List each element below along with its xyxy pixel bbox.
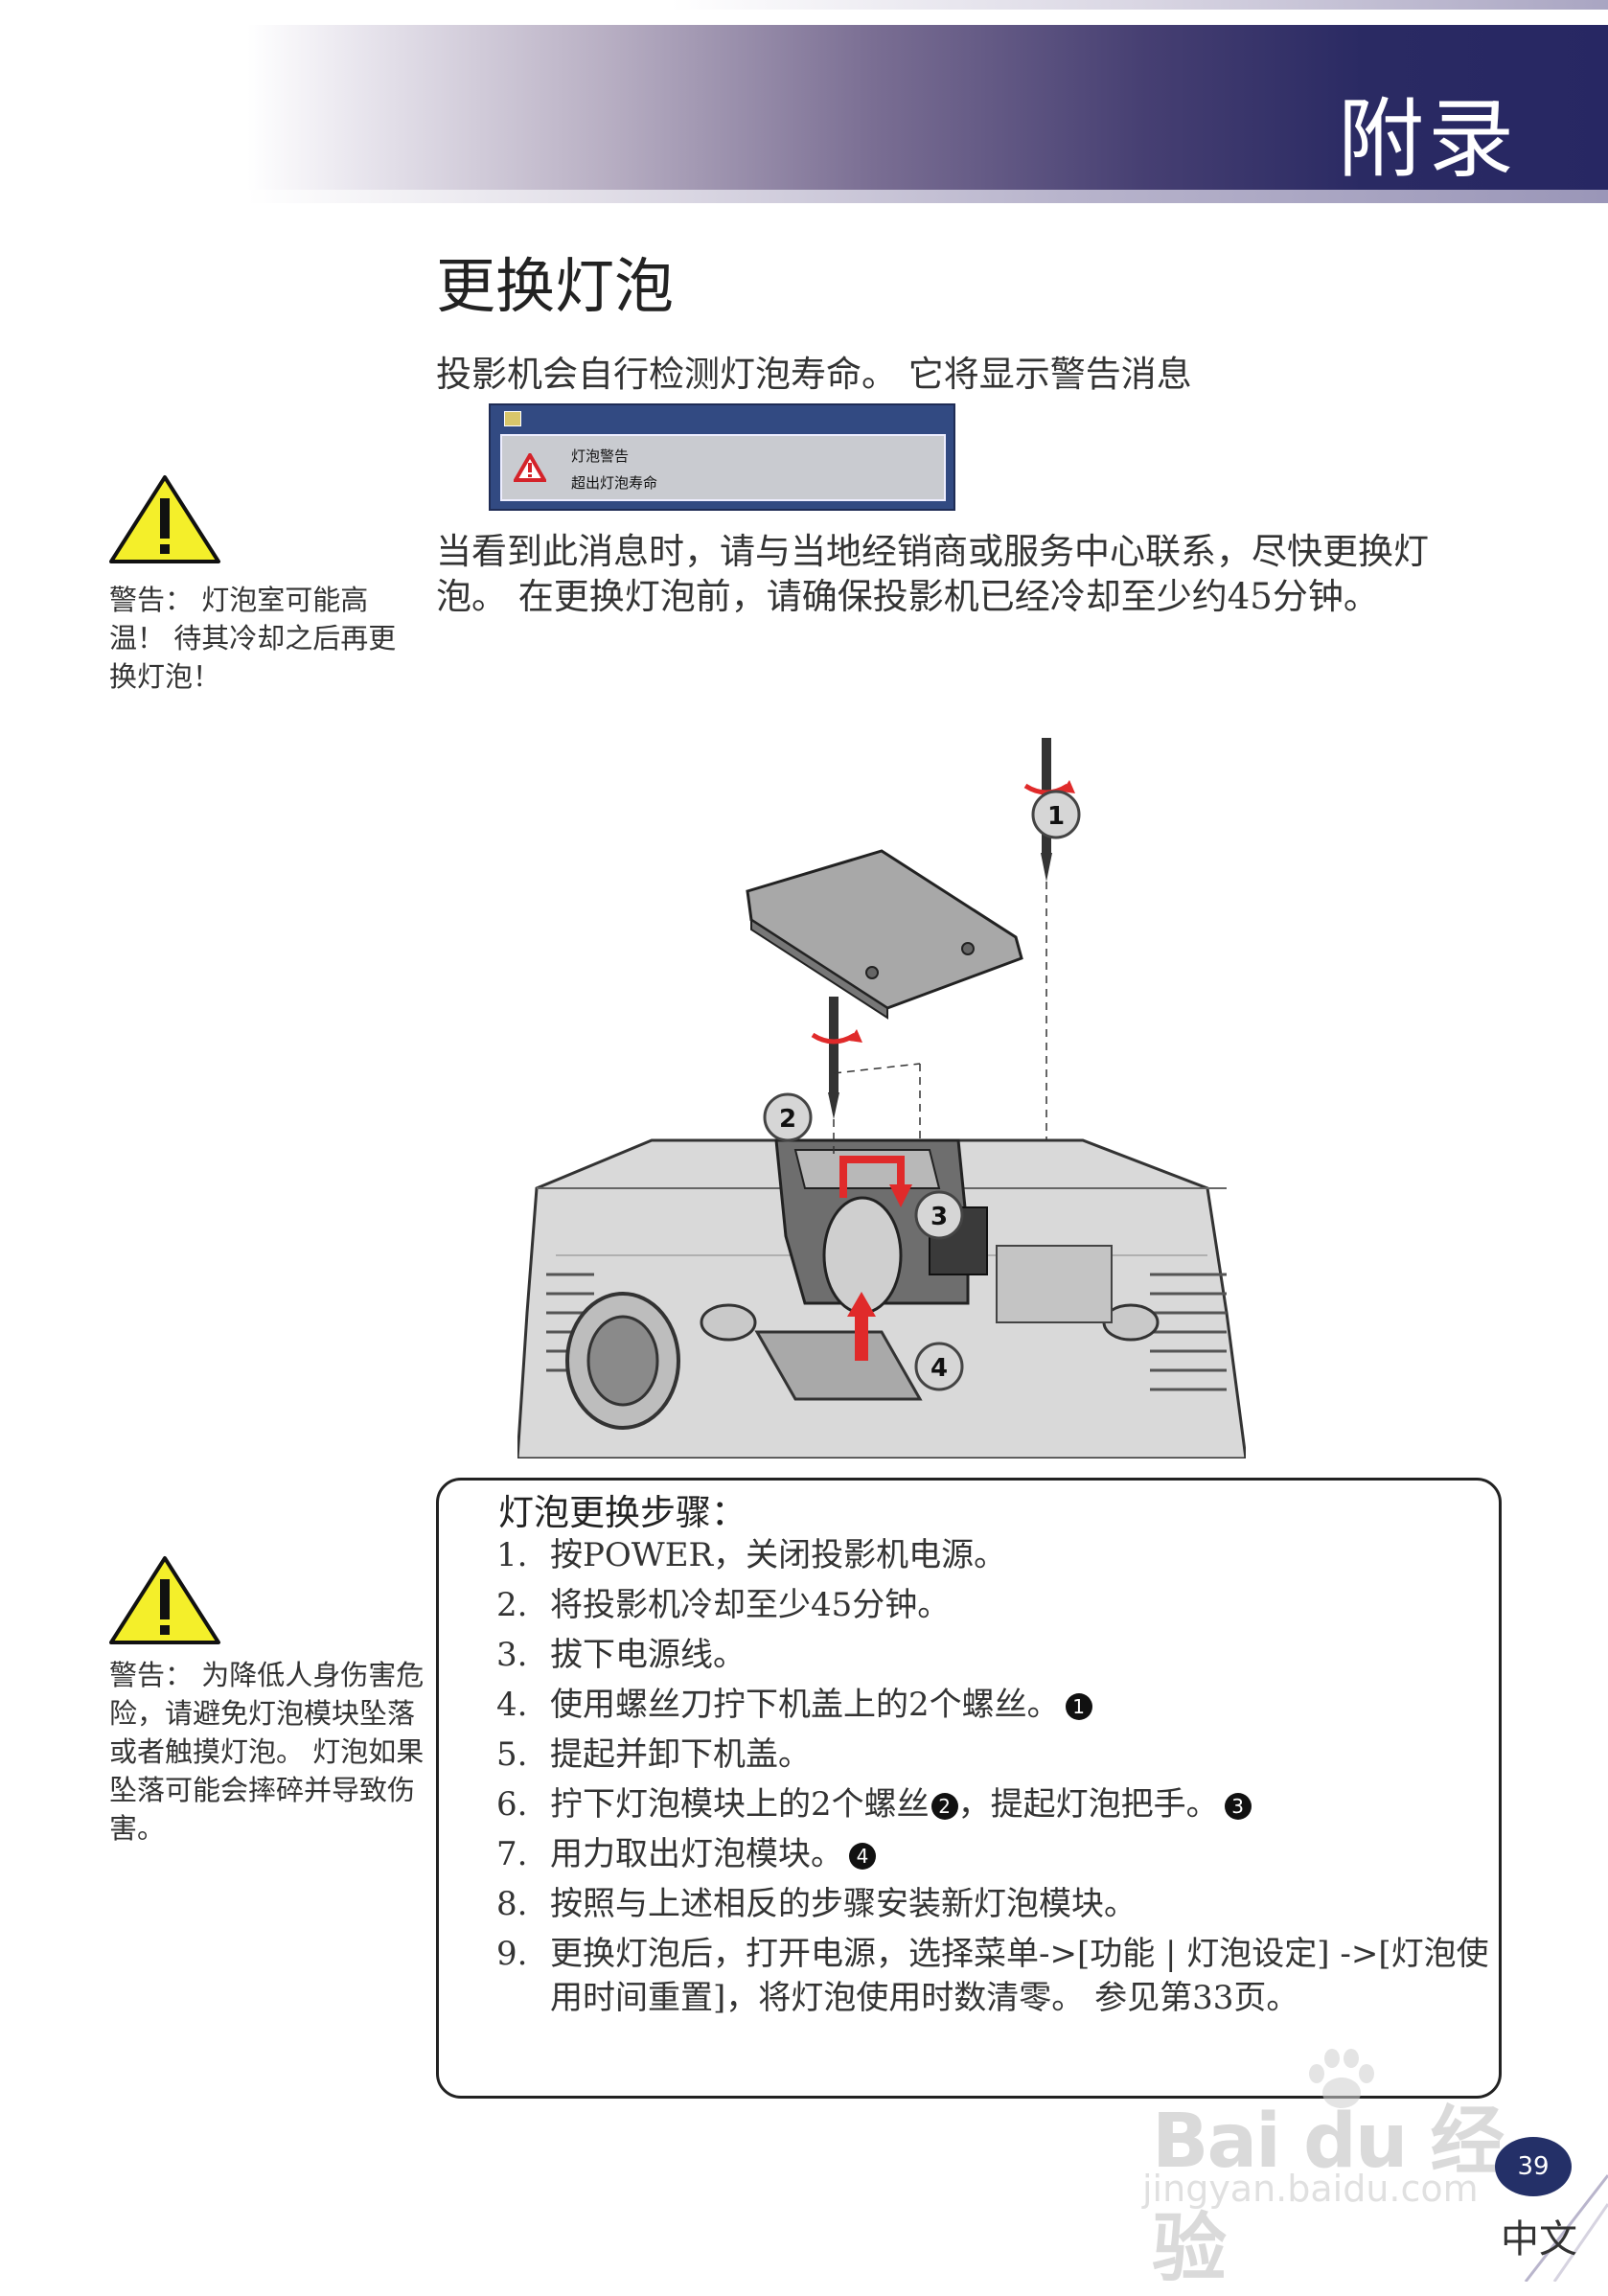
section-title: 更换灯泡 [436,251,675,321]
step-badge: 1 [1065,1693,1092,1720]
step-number: 6. [496,1785,528,1824]
step-item: 5. 提起并卸下机盖。 [496,1733,811,1777]
paw-icon [1309,2049,1374,2108]
step-number: 5. [496,1735,528,1774]
page-corner-decoration [1516,2166,1608,2282]
dialog-line-2: 超出灯泡寿命 [571,474,658,492]
page-number-badge: 39 [1495,2137,1572,2196]
step-text: 按POWER，关闭投影机电源。 [550,1536,1007,1574]
body-paragraph: 当看到此消息时，请与当地经销商或服务中心联系，尽快更换灯泡。 在更换灯泡前，请确… [436,531,1429,617]
intro-text: 投影机会自行检测灯泡寿命。 它将显示警告消息 [436,354,1192,395]
callout-1: 1 [1031,790,1081,839]
step-text: 更换灯泡后，打开电源，选择菜单->[功能 | 灯泡设定] ->[灯泡使用时间重置… [550,1935,1489,2017]
step-text: 提起并卸下机盖。 [550,1735,811,1774]
step-item: 3. 拔下电源线。 [496,1633,746,1677]
step-item: 1. 按POWER，关闭投影机电源。 [496,1533,1006,1577]
language-label: 中文 [1501,2217,1577,2262]
dialog-body: 灯泡警告 超出灯泡寿命 [500,434,946,501]
step-item: 4. 使用螺丝刀拧下机盖上的2个螺丝。1 [496,1683,1092,1727]
step-text: 拧下灯泡模块上的2个螺丝 [550,1785,930,1824]
warning-triangle-icon [109,475,220,563]
step-number: 8. [496,1885,528,1923]
step-text-cont: ，提起灯泡把手。 [957,1785,1219,1824]
header-stripe [247,190,1608,203]
steps-title: 灯泡更换步骤： [498,1492,747,1533]
screwdriver-2 [811,997,921,1159]
callout-3: 3 [914,1190,964,1240]
lamp-warning-dialog: 灯泡警告 超出灯泡寿命 [489,403,955,511]
warning-note-lamp-module: 警告： 为降低人身伤害危险，请避免灯泡模块坠落或者触摸灯泡。 灯泡如果坠落可能会… [109,1659,425,1845]
step-text: 使用螺丝刀拧下机盖上的2个螺丝。 [550,1686,1060,1724]
step-number: 7. [496,1835,528,1873]
warning-triangle-icon [109,1556,220,1644]
header-top-line [671,0,1608,10]
step-text: 拔下电源线。 [550,1636,746,1674]
step-badge: 3 [1224,1793,1252,1820]
menu-icon [504,411,521,426]
step-number: 9. [496,1935,528,1973]
watermark-brand: Bai du 经验 [1152,2099,1505,2292]
callout-3-label: 3 [930,1203,948,1231]
callout-4: 4 [914,1342,964,1391]
lamp-replacement-diagram: 1 2 3 4 [517,738,1246,1458]
step-text: 将投影机冷却至少45分钟。 [550,1586,951,1624]
lamp-cover [746,849,1023,1020]
step-item: 9. 更换灯泡后，打开电源，选择菜单->[功能 | 灯泡设定] ->[灯泡使用时间… [496,1932,1489,2020]
step-text: 按照与上述相反的步骤安装新灯泡模块。 [550,1885,1137,1923]
warning-note-hot-lamp: 警告： 灯泡室可能高温！ 待其冷却之后再更换灯泡！ [109,584,397,693]
dialog-line-1: 灯泡警告 [571,448,630,465]
step-item: 7. 用力取出灯泡模块。4 [496,1832,876,1876]
alert-icon [514,453,546,482]
chapter-header-band [247,25,1608,190]
callout-2: 2 [763,1092,813,1142]
chapter-title: 附录 [1338,89,1518,190]
step-text: 用力取出灯泡模块。 [550,1835,843,1873]
watermark-url: jingyan.baidu.com [1142,2168,1479,2210]
step-badge: 2 [930,1793,958,1820]
lamp-module [774,1138,988,1361]
baidu-watermark: Bai du 经验 jingyan.baidu.com [1142,2047,1545,2292]
steps-panel [436,1478,1502,2099]
callout-1-label: 1 [1047,802,1065,831]
callout-4-label: 4 [930,1354,948,1383]
callout-2-label: 2 [779,1105,796,1134]
step-number: 3. [496,1636,528,1674]
step-item: 8. 按照与上述相反的步骤安装新灯泡模块。 [496,1882,1137,1926]
step-number: 2. [496,1586,528,1624]
step-number: 1. [496,1536,528,1574]
step-item: 2. 将投影机冷却至少45分钟。 [496,1583,950,1627]
dialog-titlebar [491,405,953,430]
step-number: 4. [496,1686,528,1724]
step-badge: 4 [849,1843,876,1870]
